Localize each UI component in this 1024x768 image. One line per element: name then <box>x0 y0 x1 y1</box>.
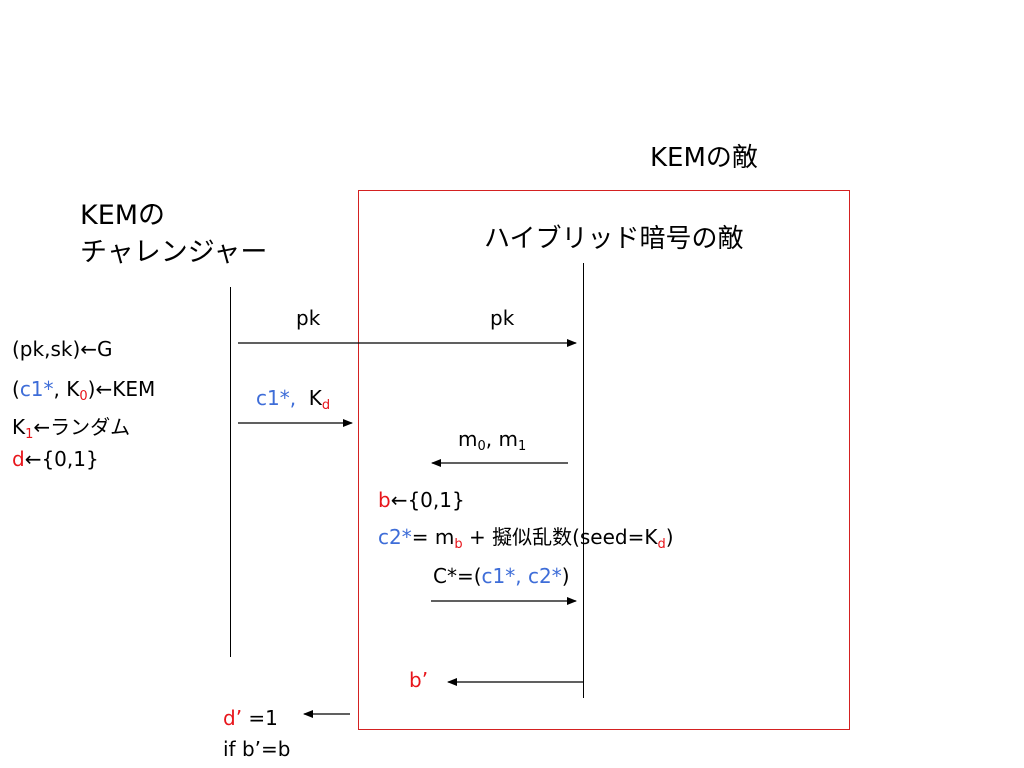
challenge-k: K <box>308 386 322 410</box>
m-sep: , m <box>485 427 518 451</box>
random-rest: ←ランダム <box>33 415 131 439</box>
encap-step: (c1*, K0)←KEM <box>12 377 156 404</box>
hybrid-adversary-title: ハイブリッド暗号の敵 <box>484 224 744 254</box>
pk-label-left: pk <box>296 306 321 330</box>
ct-open: C*=( <box>433 564 482 588</box>
challenge-label: c1*, Kd <box>256 386 331 413</box>
kem-adversary-frame <box>358 190 850 730</box>
coin-d-step: d←{0,1} <box>12 447 99 471</box>
c2-close: ) <box>665 525 674 549</box>
messages-label: m0, m1 <box>458 427 527 454</box>
random-sub: 1 <box>25 427 34 442</box>
output-condition: if b’=b <box>223 737 291 761</box>
pk-label-right: pk <box>490 306 515 330</box>
coin-d-rest: ←{0,1} <box>24 447 99 471</box>
challenger-title-line2: チャレンジャー <box>80 237 268 268</box>
bprime-label: b’ <box>409 668 429 692</box>
ciphertext-label: C*=(c1*, c2*) <box>433 564 570 588</box>
random-key-step: K1←ランダム <box>12 411 131 442</box>
m0-sub: 0 <box>477 439 486 454</box>
encap-sub: 0 <box>79 389 88 404</box>
encap-c1: c1* <box>19 377 54 401</box>
hybrid-adversary-lifeline <box>583 263 584 698</box>
c2-sub: b <box>454 537 463 552</box>
c2-eq: = m <box>411 525 455 549</box>
c2-sub2: d <box>657 537 666 552</box>
challenge-kd-sub: d <box>321 398 331 413</box>
encap-open: ( <box>12 377 20 401</box>
d-prime: d’ <box>223 706 243 730</box>
coin-b: b <box>378 488 391 512</box>
challenger-title-line1: KEMの <box>80 200 166 231</box>
ct-c1: c1* <box>481 564 516 588</box>
c2-rest: + 擬似乱数(seed=K <box>462 525 658 549</box>
coin-d: d <box>12 447 25 471</box>
m0-m: m <box>458 427 478 451</box>
output-step: d’ =1 <box>223 706 278 730</box>
keygen-step: (pk,sk)←G <box>12 337 113 361</box>
c2-label: c2* <box>378 525 412 549</box>
ct-close: ) <box>561 564 570 588</box>
c2-step: c2*= mb + 擬似乱数(seed=Kd) <box>378 521 674 552</box>
ct-c2: c2* <box>527 564 562 588</box>
random-k: K <box>12 415 26 439</box>
challenger-lifeline <box>230 287 231 657</box>
m1-sub: 1 <box>517 439 527 454</box>
coin-b-rest: ←{0,1} <box>390 488 465 512</box>
encap-close: )←KEM <box>87 377 156 401</box>
output-eq: =1 <box>242 706 278 730</box>
encap-mid: , K <box>53 377 80 401</box>
challenge-c1: c1*, <box>256 386 297 410</box>
kem-adversary-title: KEMの敵 <box>650 143 758 173</box>
coin-b-step: b←{0,1} <box>378 488 465 512</box>
ct-sep: , <box>515 564 528 588</box>
